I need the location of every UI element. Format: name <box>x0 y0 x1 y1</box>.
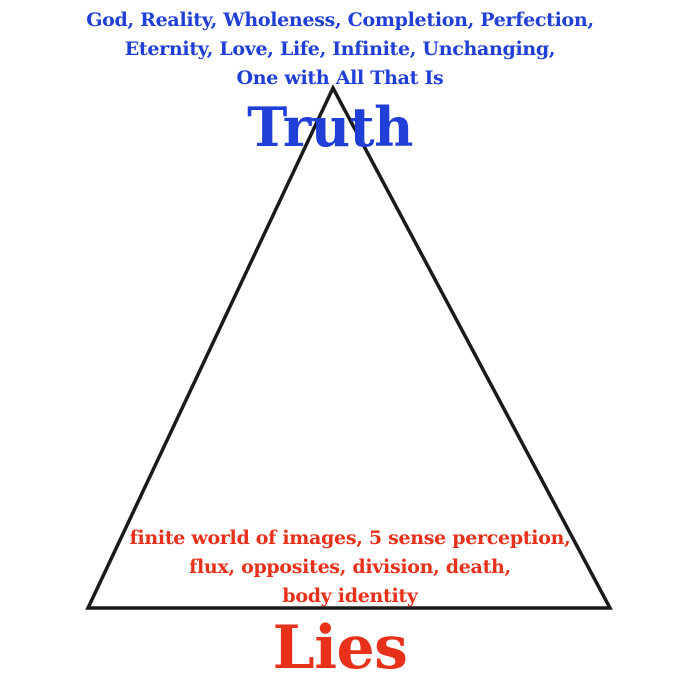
truth-label: Truth <box>247 95 413 159</box>
triangle-outline <box>85 84 613 610</box>
lies-attribute-line: body identity <box>282 585 418 607</box>
truth-attributes: God, Reality, Wholeness, Completion, Per… <box>0 6 680 93</box>
lies-attributes: finite world of images, 5 sense percepti… <box>0 524 700 611</box>
lies-attribute-line: flux, opposites, division, death, <box>189 556 511 578</box>
truth-attribute-line: One with All That Is <box>236 67 444 89</box>
truth-attribute-line: God, Reality, Wholeness, Completion, Per… <box>86 9 594 31</box>
truth-attribute-line: Eternity, Love, Life, Infinite, Unchangi… <box>124 38 556 60</box>
lies-label: Lies <box>272 613 408 683</box>
lies-attribute-line: finite world of images, 5 sense percepti… <box>129 527 571 549</box>
